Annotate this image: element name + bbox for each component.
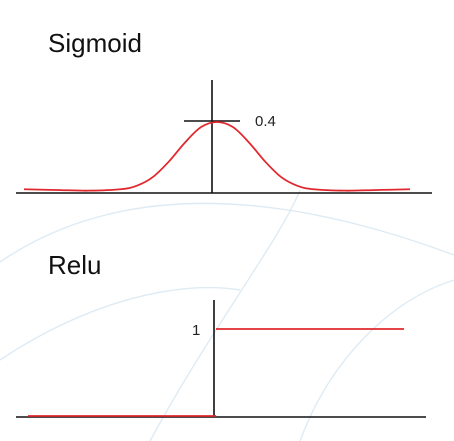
relu-title: Relu	[48, 250, 101, 280]
sigmoid-point-15	[312, 188, 315, 191]
sigmoid-chart: Sigmoid 0.4	[16, 28, 432, 194]
relu-series-line	[28, 328, 404, 417]
sigmoid-point-17	[376, 188, 379, 191]
relu-points	[27, 328, 406, 418]
sigmoid-title: Sigmoid	[48, 28, 142, 58]
relu-y-tick-label: 1	[192, 322, 200, 339]
sigmoid-point-13	[280, 176, 283, 179]
decor-stroke-4	[299, 279, 454, 441]
sigmoid-point-11	[248, 141, 251, 144]
relu-point-2	[215, 328, 218, 331]
sigmoid-point-3	[119, 188, 122, 191]
sigmoid-point-14	[296, 184, 299, 187]
sigmoid-point-6	[167, 160, 170, 163]
sigmoid-points	[23, 121, 412, 193]
sigmoid-point-1	[55, 188, 58, 191]
sigmoid-series-line	[23, 121, 411, 192]
relu-point-3	[403, 328, 406, 331]
relu-point-0	[27, 415, 30, 418]
sigmoid-point-10	[232, 126, 235, 129]
sigmoid-point-18	[409, 188, 412, 191]
relu-chart: Relu 1	[16, 250, 426, 418]
sigmoid-point-4	[135, 184, 138, 187]
decor-stroke-3	[0, 286, 241, 361]
sigmoid-point-16	[344, 189, 347, 192]
sigmoid-point-5	[151, 176, 154, 179]
decor-stroke-1	[0, 202, 454, 263]
sigmoid-point-2	[87, 189, 90, 192]
sigmoid-point-7	[183, 141, 186, 144]
relu-point-1	[215, 415, 218, 418]
sigmoid-point-9	[216, 121, 219, 124]
decor-stroke-2	[149, 189, 301, 441]
sigmoid-point-12	[264, 160, 267, 163]
background-decoration	[0, 189, 454, 441]
sigmoid-point-8	[199, 126, 202, 129]
sigmoid-y-tick-label: 0.4	[255, 113, 276, 130]
sigmoid-point-0	[23, 188, 26, 191]
